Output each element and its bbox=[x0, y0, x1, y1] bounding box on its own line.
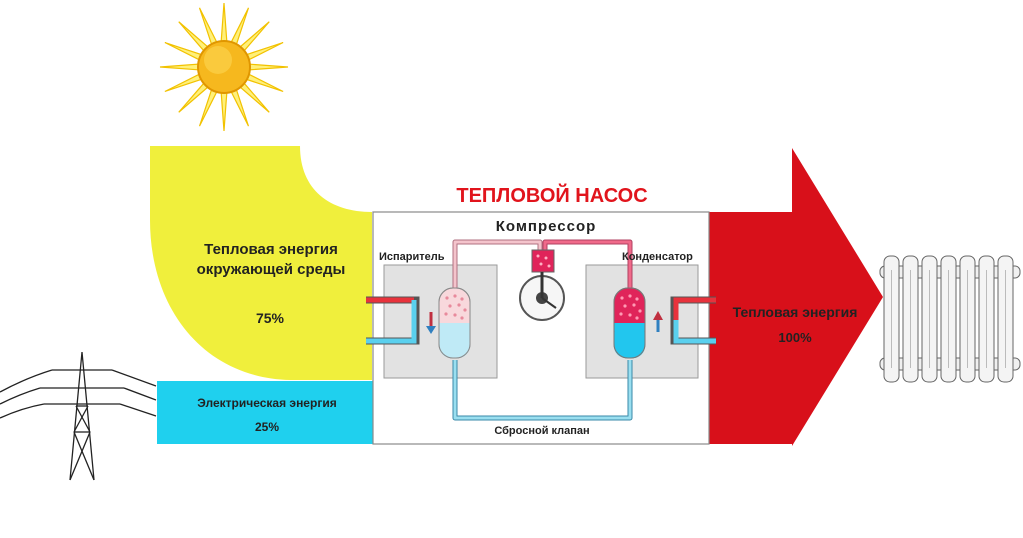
compressor-label: Компрессор bbox=[495, 218, 597, 235]
sun-ray bbox=[164, 41, 202, 61]
output-energy-label: Тепловая энергия bbox=[732, 304, 858, 320]
electric-energy-band bbox=[157, 381, 373, 444]
sun-ray bbox=[230, 89, 250, 127]
sun-ray bbox=[198, 89, 218, 127]
sun-ray bbox=[239, 21, 270, 52]
electric-energy-label: Электрическая энергия bbox=[197, 396, 337, 410]
power-pylon-icon bbox=[0, 351, 157, 481]
refrigerant-pipes bbox=[452, 239, 633, 421]
evaporator-panel bbox=[383, 264, 498, 379]
sun-ray bbox=[159, 63, 199, 71]
condenser-exchange-loop bbox=[670, 296, 716, 345]
ambient-energy-label: Тепловая энергия окружающей среды bbox=[197, 240, 346, 280]
sun-ray bbox=[220, 92, 228, 132]
output-energy-percent: 100% bbox=[778, 330, 812, 345]
sun-ray bbox=[178, 21, 209, 52]
condenser-vessel bbox=[613, 287, 646, 359]
condenser-label: Конденсатор bbox=[622, 251, 693, 263]
sun-icon bbox=[159, 2, 289, 132]
evaporator-vessel bbox=[438, 287, 471, 359]
ambient-energy-line1: Тепловая энергия bbox=[204, 241, 338, 258]
sun-ray bbox=[246, 73, 284, 93]
sun-ray bbox=[178, 82, 209, 113]
ambient-energy-band bbox=[150, 146, 372, 380]
sun-ray bbox=[198, 7, 218, 45]
radiator-icon bbox=[879, 255, 1021, 383]
sun-ray bbox=[239, 82, 270, 113]
sun-ray bbox=[246, 41, 284, 61]
evaporator-label: Испаритель bbox=[379, 251, 445, 263]
ambient-energy-percent: 75% bbox=[255, 310, 285, 326]
sun-ray bbox=[249, 63, 289, 71]
ambient-energy-line2: окружающей среды bbox=[196, 261, 346, 278]
valve-label: Сбросной клапан bbox=[494, 425, 590, 437]
compressor-icon bbox=[519, 249, 565, 321]
sun-ray bbox=[164, 73, 202, 93]
heat-output-arrow bbox=[708, 148, 883, 446]
evaporator-exchange-loop bbox=[366, 296, 420, 345]
sun-ray bbox=[220, 2, 228, 42]
diagram-title: ТЕПЛОВОЙ НАСОС bbox=[456, 185, 648, 207]
sun-ray bbox=[230, 7, 250, 45]
up-arrow-icon bbox=[653, 311, 663, 332]
down-arrow-icon bbox=[426, 312, 436, 334]
electric-energy-percent: 25% bbox=[254, 420, 280, 434]
